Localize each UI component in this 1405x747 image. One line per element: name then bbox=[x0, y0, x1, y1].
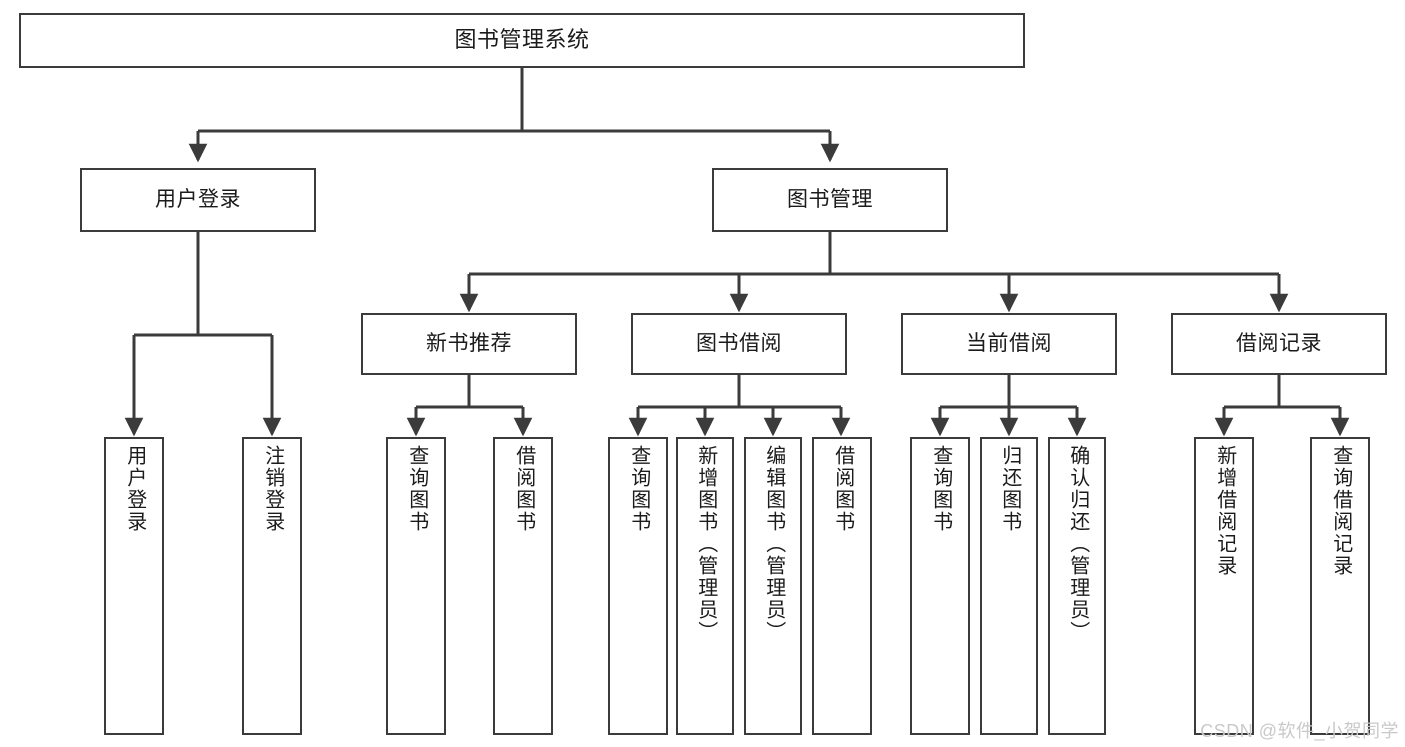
leaf-query-books-borrow[interactable]: 查询图书 bbox=[608, 437, 668, 735]
node-label: 当前借阅 bbox=[966, 332, 1052, 356]
leaf-user-login[interactable]: 用户登录 bbox=[104, 437, 164, 735]
node-label: 借阅图书 bbox=[831, 445, 854, 533]
leaf-query-books-recommend[interactable]: 查询图书 bbox=[386, 437, 446, 735]
node-label: 查询图书 bbox=[627, 445, 650, 533]
leaf-add-borrow-record[interactable]: 新增借阅记录 bbox=[1194, 437, 1254, 735]
node-label: 借阅记录 bbox=[1236, 332, 1322, 356]
node-user-login[interactable]: 用户登录 bbox=[80, 168, 316, 232]
node-label: 新增借阅记录 bbox=[1213, 445, 1236, 577]
leaf-add-book-admin[interactable]: 新增图书（管理员） bbox=[676, 437, 734, 735]
node-label: 确认归还（管理员） bbox=[1066, 445, 1089, 643]
leaf-logout[interactable]: 注销登录 bbox=[242, 437, 302, 735]
node-label: 查询图书 bbox=[405, 445, 428, 533]
node-label: 编辑图书（管理员） bbox=[762, 445, 785, 643]
node-label: 新增图书（管理员） bbox=[694, 445, 717, 643]
leaf-confirm-return-admin[interactable]: 确认归还（管理员） bbox=[1048, 437, 1106, 735]
node-current-borrow[interactable]: 当前借阅 bbox=[901, 313, 1117, 375]
leaf-borrow-books[interactable]: 借阅图书 bbox=[812, 437, 872, 735]
node-new-book-recommend[interactable]: 新书推荐 bbox=[361, 313, 577, 375]
node-label: 注销登录 bbox=[261, 445, 284, 533]
leaf-query-borrow-record[interactable]: 查询借阅记录 bbox=[1310, 437, 1370, 735]
leaf-return-books[interactable]: 归还图书 bbox=[980, 437, 1038, 735]
node-label: 用户登录 bbox=[155, 188, 241, 212]
node-label: 查询借阅记录 bbox=[1329, 445, 1352, 577]
leaf-query-books-current[interactable]: 查询图书 bbox=[910, 437, 970, 735]
node-label: 新书推荐 bbox=[426, 332, 512, 356]
node-label: 图书借阅 bbox=[696, 332, 782, 356]
node-book-borrow[interactable]: 图书借阅 bbox=[631, 313, 847, 375]
node-label: 图书管理 bbox=[787, 188, 873, 212]
node-book-management[interactable]: 图书管理 bbox=[712, 168, 948, 232]
node-root-system[interactable]: 图书管理系统 bbox=[19, 13, 1025, 68]
node-label: 用户登录 bbox=[123, 445, 146, 533]
node-label: 归还图书 bbox=[998, 445, 1021, 533]
leaf-borrow-books-recommend[interactable]: 借阅图书 bbox=[493, 437, 553, 735]
csdn-watermark: CSDN @软件_小贺同学 bbox=[1200, 721, 1399, 741]
node-label: 查询图书 bbox=[929, 445, 952, 533]
node-label: 图书管理系统 bbox=[454, 27, 590, 53]
leaf-edit-book-admin[interactable]: 编辑图书（管理员） bbox=[744, 437, 802, 735]
node-borrow-record[interactable]: 借阅记录 bbox=[1171, 313, 1387, 375]
node-label: 借阅图书 bbox=[512, 445, 535, 533]
